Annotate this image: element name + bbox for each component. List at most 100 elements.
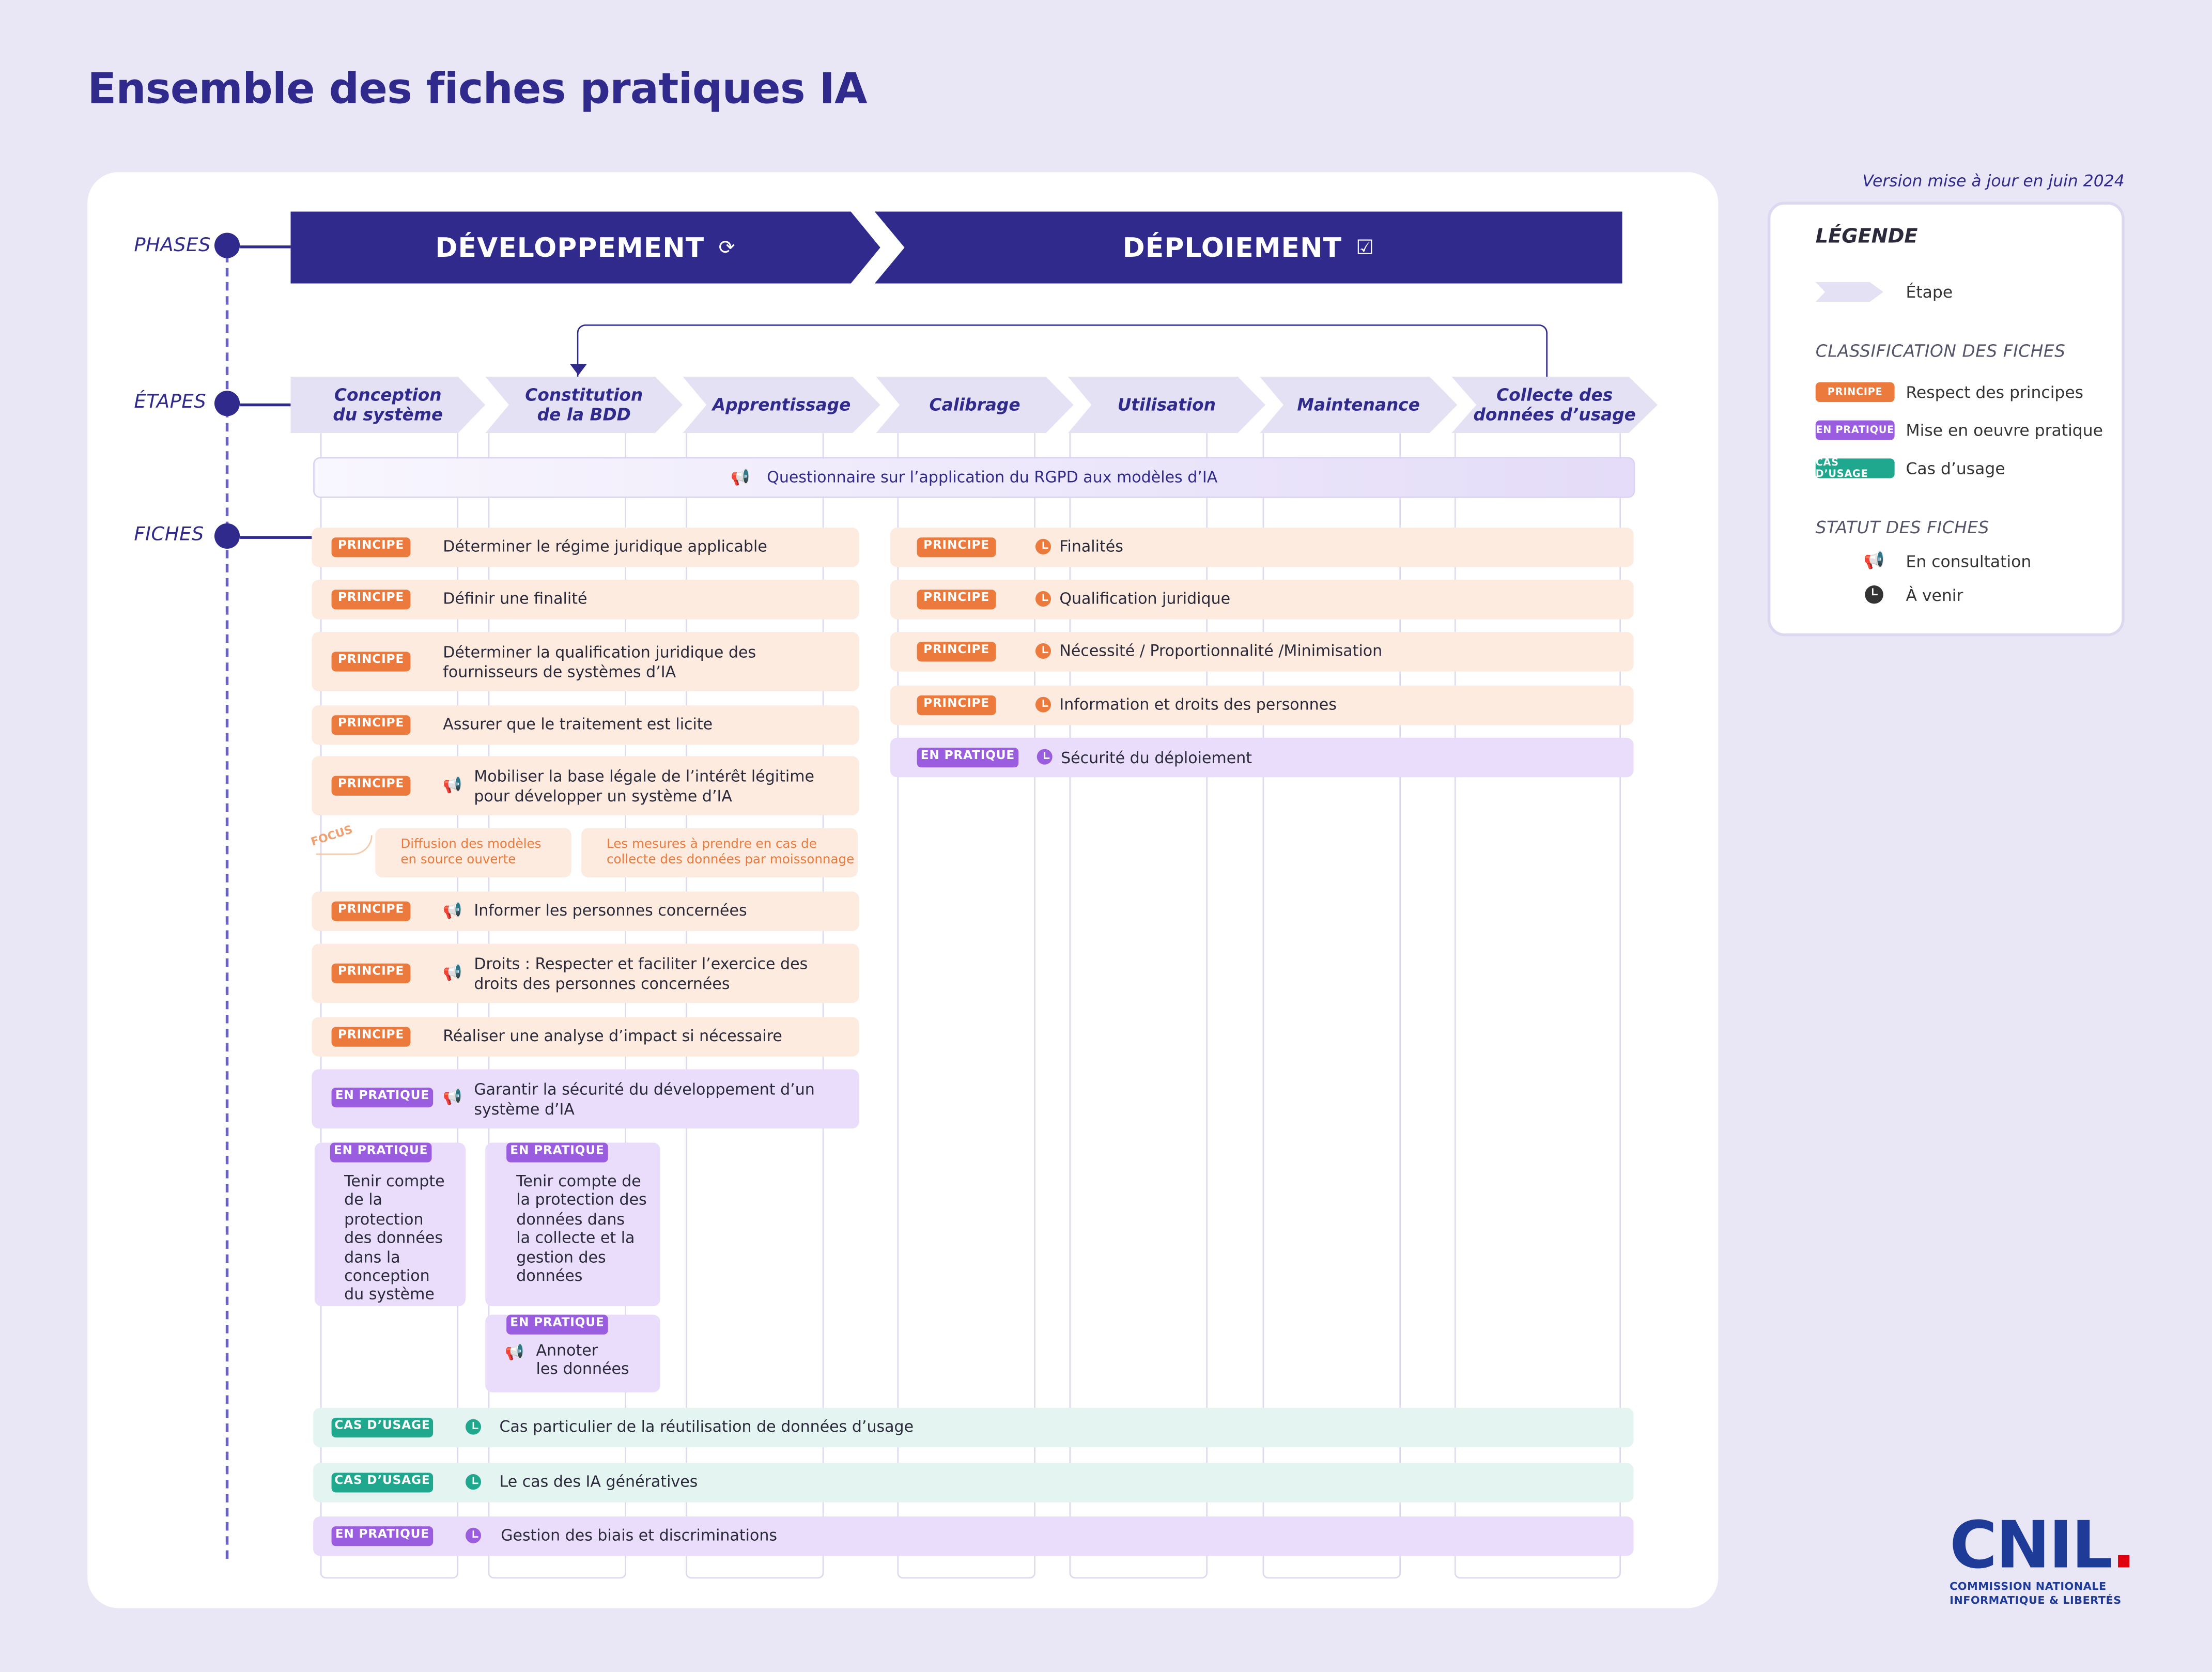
tag-principe: PRINCIPE [917,590,996,610]
axis-dot [214,523,240,549]
tag-principe: PRINCIPE [331,715,411,735]
clock-icon [1035,538,1051,554]
fiche-necessite[interactable]: PRINCIPE Nécessité / Proportionnalité /M… [890,632,1634,672]
step-column [320,433,459,1579]
tag-principe: PRINCIPE [917,537,996,558]
step-column [1262,433,1401,1579]
focus-moissonnage[interactable]: Les mesures à prendre en cas de collecte… [581,828,858,878]
megaphone-icon: 📢 [731,468,750,487]
legend-status-label: À venir [1906,585,1963,606]
fiche-securite-deploiement[interactable]: EN PRATIQUE Sécurité du déploiement [890,737,1634,778]
fiche-title: Sécurité du déploiement [1061,749,1252,768]
legend-status-label: En consultation [1906,551,2032,571]
legend-label: Respect des principes [1906,382,2084,402]
tag-principe: PRINCIPE [331,963,411,983]
step-swatch-icon [1815,282,1883,302]
step-calibrage: Calibrage [876,376,1074,434]
fiche-interet-legitime[interactable]: PRINCIPE 📢 Mobiliser la base légale de l… [312,756,859,816]
megaphone-icon: 📢 [505,1343,524,1361]
fiche-title: Information et droits des personnes [1059,695,1337,714]
step-column [685,433,824,1579]
row-label-phases: PHASES [134,234,211,257]
tag-principe: PRINCIPE [1815,382,1895,402]
timeline-axis [225,254,229,1559]
fiche-information-droits[interactable]: PRINCIPE Information et droits des perso… [890,685,1634,725]
fiche-title: Déterminer le régime juridique applicabl… [443,537,767,556]
questionnaire-banner[interactable]: 📢 Questionnaire sur l’application du RGP… [313,457,1635,498]
fiche-securite-developpement[interactable]: EN PRATIQUE 📢 Garantir la sécurité du dé… [312,1069,859,1129]
fiche-traitement-licite[interactable]: PRINCIPE Assurer que le traitement est l… [312,705,859,745]
legend-status-title: STATUT DES FICHES [1815,517,1989,538]
fiche-ia-generatives[interactable]: CAS D’USAGE Le cas des IA génératives [313,1463,1634,1503]
tag-cas-usage: CAS D’USAGE [331,1473,434,1493]
fiche-title: Garantir la sécurité du développement d’… [474,1080,815,1118]
checkbox-icon: ☑ [1356,236,1374,259]
fiche-qualification-fournisseurs[interactable]: PRINCIPE Déterminer la qualification jur… [312,632,859,691]
tag-principe: PRINCIPE [331,1027,411,1047]
fiche-title: Mobiliser la base légale de l’intérêt lé… [474,767,815,805]
fiche-title: Nécessité / Proportionnalité /Minimisati… [1059,642,1383,660]
focus-source-ouverte[interactable]: Diffusion des modèles en source ouverte [375,828,571,878]
row-label-fiches: FICHES [134,523,204,546]
clock-icon [1865,585,1883,604]
cnil-logo: CNIL. [1950,1512,2136,1577]
axis-connector [240,403,291,406]
fiche-title: Cas particulier de la réutilisation de d… [499,1417,914,1436]
fiche-analyse-impact[interactable]: PRINCIPE Réaliser une analyse d’impact s… [312,1017,859,1057]
row-label-etapes: ÉTAPES [134,391,207,413]
fiche-finalites[interactable]: PRINCIPE Finalités [890,528,1634,567]
fiche-title: Qualification juridique [1059,590,1231,608]
tag-en-pratique: EN PRATIQUE [330,1142,432,1163]
tag-en-pratique: EN PRATIQUE [1815,420,1895,440]
questionnaire-label: Questionnaire sur l’application du RGPD … [767,468,1218,487]
legend-panel: LÉGENDE Étape CLASSIFICATION DES FICHES … [1767,202,2125,637]
fiche-collecte-gestion[interactable]: EN PRATIQUE Tenir compte de la protectio… [485,1142,660,1307]
tag-cas-usage: CAS D’USAGE [331,1417,434,1438]
phase-deploiement: DÉPLOIEMENT ☑ [874,211,1622,284]
legend-label: Cas d’usage [1906,458,2005,478]
fiche-regime-juridique[interactable]: PRINCIPE Déterminer le régime juridique … [312,528,859,567]
axis-dot [214,233,240,258]
step-conception: Conception du système [290,376,486,434]
logo-dot: . [2111,1506,2136,1583]
fiche-qualification-juridique[interactable]: PRINCIPE Qualification juridique [890,580,1634,620]
tag-principe: PRINCIPE [331,537,411,558]
fiche-conception-systeme[interactable]: EN PRATIQUE Tenir compte de la protectio… [314,1142,466,1307]
fiche-droits[interactable]: PRINCIPE 📢 Droits : Respecter et facilit… [312,943,859,1003]
fiche-title: Réaliser une analyse d’impact si nécessa… [443,1027,782,1046]
legend-step-label: Étape [1906,282,1953,302]
fiche-reutilisation-usage[interactable]: CAS D’USAGE Cas particulier de la réutil… [313,1407,1634,1448]
fiche-title: Assurer que le traitement est licite [443,715,713,734]
legend-classification-title: CLASSIFICATION DES FICHES [1815,341,2066,361]
megaphone-icon: 📢 [443,963,462,982]
clock-icon [465,1474,481,1490]
step-collecte-usage: Collecte des données d’usage [1451,376,1658,434]
page-title: Ensemble des fiches pratiques IA [87,65,867,115]
phase-label: DÉPLOIEMENT [1122,232,1342,264]
fiche-title: Finalités [1059,537,1123,556]
step-column [1069,433,1208,1579]
fiche-annoter-donnees[interactable]: EN PRATIQUE 📢 Annoter les données [485,1314,660,1392]
version-note: Version mise à jour en juin 2024 [1862,171,2125,191]
clock-icon [1037,749,1053,765]
fiche-informer[interactable]: PRINCIPE 📢 Informer les personnes concer… [312,891,859,931]
clock-icon [1035,591,1051,607]
feedback-loop-arrow [577,324,1548,378]
megaphone-icon: 📢 [443,901,462,920]
fiche-finalite[interactable]: PRINCIPE Définir une finalité [312,580,859,620]
tag-principe: PRINCIPE [331,590,411,610]
tag-en-pratique: EN PRATIQUE [917,748,1019,768]
arrow-head-icon [570,364,587,376]
legend-title: LÉGENDE [1815,225,1918,249]
fiche-title: Informer les personnes concernées [474,901,747,920]
fiche-title: Le cas des IA génératives [499,1473,698,1491]
tag-en-pratique: EN PRATIQUE [506,1314,608,1335]
logo-text: CNIL [1950,1506,2113,1583]
tag-cas-usage: CAS D’USAGE [1815,457,1895,479]
clock-icon [1035,696,1051,713]
megaphone-icon: 📢 [443,776,462,795]
tag-principe: PRINCIPE [331,776,411,796]
fiche-biais-discriminations[interactable]: EN PRATIQUE Gestion des biais et discrim… [313,1516,1634,1556]
tag-principe: PRINCIPE [331,652,411,672]
